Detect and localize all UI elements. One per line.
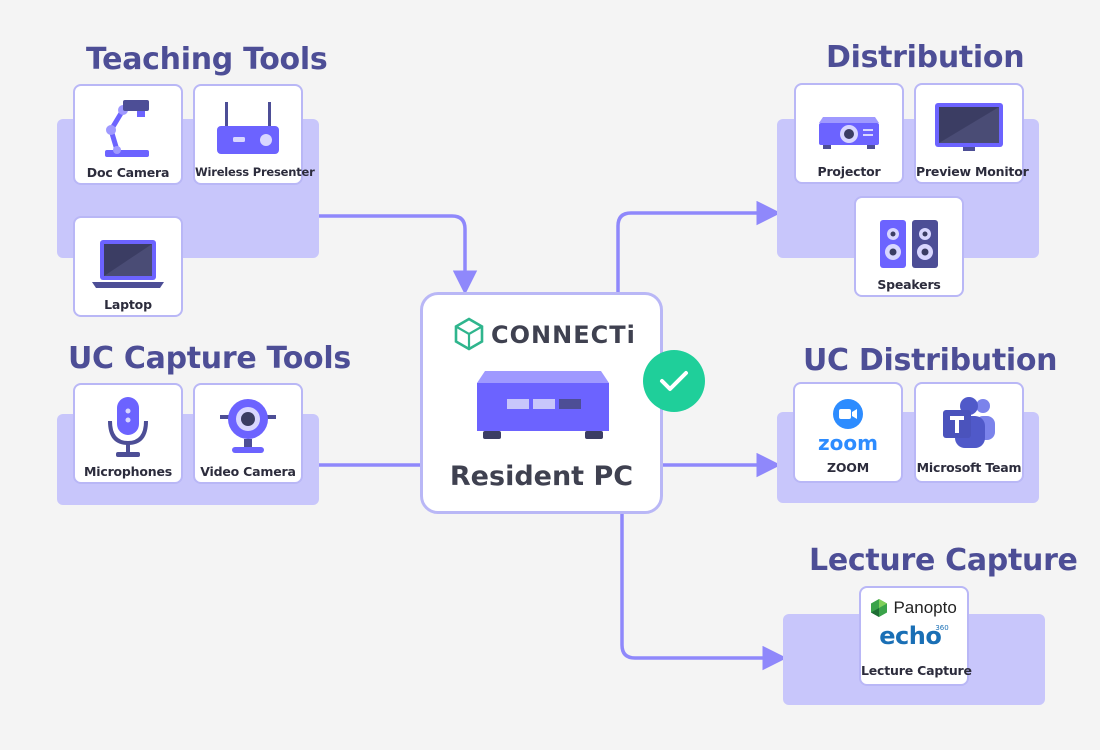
card-label: Preview Monitor bbox=[916, 164, 1029, 179]
card-projector[interactable]: Projector bbox=[794, 83, 904, 184]
monitor-icon bbox=[935, 103, 1003, 151]
card-zoom[interactable]: zoom ZOOM bbox=[793, 382, 903, 483]
resident-pc-title: Resident PC bbox=[449, 461, 634, 492]
laptop-icon bbox=[92, 240, 164, 288]
webcam-icon bbox=[220, 399, 276, 453]
doc-camera-icon bbox=[105, 100, 149, 157]
card-lecture-capture[interactable]: Panopto echo360 Lecture Capture bbox=[859, 586, 972, 686]
connector-teaching-to-pc bbox=[318, 214, 478, 295]
zoom-logo: zoom bbox=[795, 398, 901, 453]
card-label: Microsoft Team bbox=[916, 460, 1022, 475]
connecti-logo-icon bbox=[454, 317, 484, 351]
group-title-teaching-tools: Teaching Tools bbox=[86, 42, 328, 77]
card-label: Microphones bbox=[84, 464, 172, 479]
group-title-uc-capture-tools: UC Capture Tools bbox=[68, 341, 351, 376]
group-title-uc-distribution: UC Distribution bbox=[803, 343, 1058, 378]
group-title-distribution: Distribution bbox=[826, 40, 1025, 75]
speakers-icon bbox=[880, 220, 938, 268]
echo-logo: echo360 bbox=[861, 622, 967, 650]
card-label: Lecture Capture bbox=[861, 663, 972, 678]
panopto-logo: Panopto bbox=[869, 598, 957, 620]
echo-360-badge: 360 bbox=[935, 624, 949, 632]
card-video-camera[interactable]: Video Camera bbox=[193, 383, 303, 484]
panopto-wordmark: Panopto bbox=[893, 598, 957, 617]
microphone-icon bbox=[108, 397, 148, 457]
card-label: Speakers bbox=[877, 277, 941, 292]
card-label: Video Camera bbox=[200, 464, 296, 479]
card-speakers[interactable]: Speakers bbox=[854, 196, 964, 297]
card-wireless-presenter[interactable]: Wireless Presenter bbox=[193, 84, 315, 185]
card-preview-monitor[interactable]: Preview Monitor bbox=[914, 83, 1029, 184]
group-title-lecture-capture: Lecture Capture bbox=[809, 543, 1078, 578]
resident-pc-box[interactable]: CONNECTi Resident PC bbox=[420, 292, 663, 514]
card-label: Projector bbox=[817, 164, 881, 179]
teams-logo bbox=[943, 397, 995, 448]
card-laptop[interactable]: Laptop bbox=[73, 216, 183, 317]
projector-icon bbox=[819, 117, 879, 149]
status-check-badge bbox=[643, 350, 705, 412]
panopto-mark-icon bbox=[871, 599, 887, 617]
connector-pc-to-distribution bbox=[616, 200, 781, 292]
mini-pc-icon bbox=[477, 371, 609, 439]
card-label: Doc Camera bbox=[86, 165, 170, 180]
card-label: ZOOM bbox=[827, 460, 869, 475]
card-microsoft-team[interactable]: Microsoft Team bbox=[914, 382, 1024, 483]
router-icon bbox=[217, 102, 279, 154]
card-label: Laptop bbox=[104, 297, 152, 312]
card-doc-camera[interactable]: Doc Camera bbox=[73, 84, 183, 185]
card-microphones[interactable]: Microphones bbox=[73, 383, 183, 484]
check-icon bbox=[660, 371, 688, 391]
zoom-camera-icon bbox=[833, 399, 863, 429]
card-label: Wireless Presenter bbox=[195, 165, 315, 179]
brand-name: CONNECTi bbox=[491, 321, 636, 349]
echo-wordmark: echo bbox=[879, 622, 942, 650]
zoom-wordmark: zoom bbox=[818, 431, 878, 455]
connector-pc-to-lecture-capture bbox=[620, 514, 787, 671]
